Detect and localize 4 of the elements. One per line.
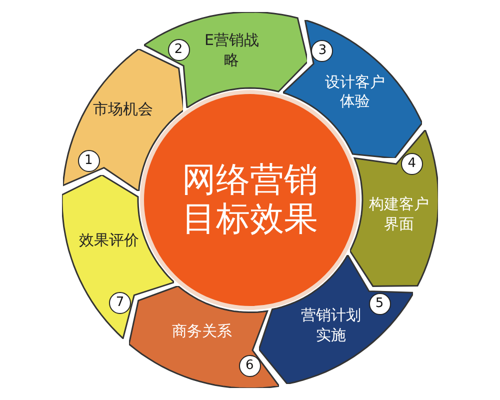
segment-label: 效果评价 xyxy=(78,231,140,251)
segment-label: E营销战略 xyxy=(203,31,260,70)
segment-label: 商务关系 xyxy=(171,322,234,342)
segment-label: 构建客户界面 xyxy=(368,195,430,234)
